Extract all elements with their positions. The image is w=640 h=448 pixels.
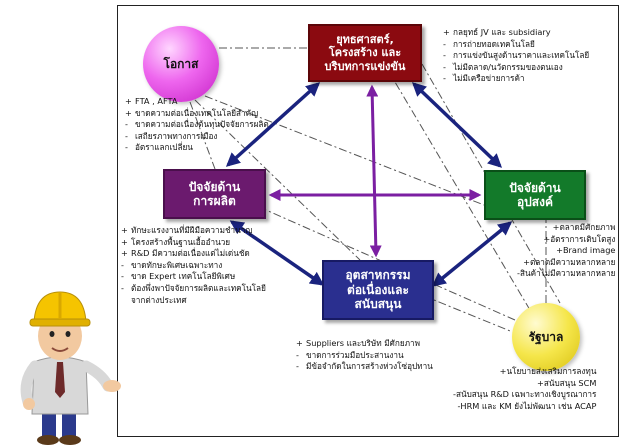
strategy-notes: กลยุทธ์ JV และ subsidiaryการถ่ายทอดเทคโน… <box>443 27 589 85</box>
production-line-2: การผลิต <box>193 194 236 208</box>
note-item: การแข่งขันสูงด้านราคาและเทคโนโลยี <box>443 50 589 62</box>
demand-line-1: ปัจจัยด้าน <box>509 180 561 195</box>
note-item: FTA , AFTA <box>125 96 269 108</box>
note-item: ตลาดมีความหลากหลาย <box>510 256 616 269</box>
note-text: ตลาดมีความหลากหลาย <box>529 256 616 267</box>
arrow-strategy-demand <box>411 82 503 168</box>
note-item: ขาดการร่วมมือประสานงาน <box>296 350 433 362</box>
strategy-box: ยุทธศาสตร์, โครงสร้าง และ บริบทการแข่งขั… <box>308 24 422 82</box>
note-text: HRM และ KM ยังไม่พัฒนา เช่น ACAP <box>460 400 597 411</box>
strategy-line-1: ยุทธศาสตร์, <box>336 33 394 47</box>
note-text: สนับสนุน R&D เฉพาะทางเชิงบูรณาการ <box>456 389 597 400</box>
note-text: ไม่มีตลาด/นวัตกรรมของตนเอง <box>453 61 563 72</box>
note-item: ทักษะแรงงานที่มีฝีมือความชำนาญ <box>121 225 266 237</box>
demand-line-2: อุปสงค์ <box>516 195 554 209</box>
note-text: อัตราแลกเปลี่ยน <box>135 142 193 153</box>
note-item: R&D มีความต่อเนื่องแต่ไม่เด่นชัด <box>121 248 266 260</box>
note-text: FTA , AFTA <box>135 96 178 106</box>
note-text: ไม่มีเครือข่ายการค้า <box>453 73 525 84</box>
industry-line-2: ต่อเนื่องและ <box>347 282 409 297</box>
note-text: ขาดทักษะพิเศษเฉพาะทาง <box>131 259 223 270</box>
note-item: มีข้อจำกัดในการสร้างห่วงโซ่อุปทาน <box>296 361 433 373</box>
note-item: ขาดความต่อเนื่องเทคโนโลยีสำคัญ <box>125 108 269 120</box>
note-text: จากต่างประเทศ <box>131 294 187 305</box>
arrow-strategy-industry <box>366 84 382 258</box>
note-text: ต้องพึ่งพาปัจจัยการผลิตและเทคโนโลยี <box>131 282 266 293</box>
government-notes: นโยบายส่งเสริมการลงทุนสนับสนุน SCMสนับสน… <box>446 366 596 412</box>
note-text: มีข้อจำกัดในการสร้างห่วงโซ่อุปทาน <box>306 361 433 372</box>
note-item: อัตราแลกเปลี่ยน <box>125 142 269 154</box>
note-text: การถ่ายทอดเทคโนโลยี <box>453 38 535 49</box>
note-text: Suppliers และบริษัท มีศักยภาพ <box>306 338 421 348</box>
note-text: สินค้าไม่มีความหลากหลาย <box>520 268 616 279</box>
opportunity-notes: FTA , AFTAขาดความต่อเนื่องเทคโนโลยีสำคัญ… <box>125 96 269 154</box>
note-item: ขาดทักษะพิเศษเฉพาะทาง <box>121 260 266 272</box>
note-item: สนับสนุน R&D เฉพาะทางเชิงบูรณาการ <box>446 389 596 401</box>
note-text: นโยบายส่งเสริมการลงทุน <box>506 366 597 376</box>
note-item: จากต่างประเทศ <box>121 295 266 307</box>
note-item: ขาด Expert เทคโนโลยีพิเศษ <box>121 271 266 283</box>
production-line-1: ปัจจัยด้าน <box>188 179 241 194</box>
note-text: ขาดการร่วมมือประสานงาน <box>306 349 404 360</box>
strategy-line-2: โครงสร้าง และ <box>328 46 402 60</box>
note-item: สินค้าไม่มีความหลากหลาย <box>510 268 615 280</box>
industry-line-3: สนับสนุน <box>354 297 402 312</box>
note-item: HRM และ KM ยังไม่พัฒนา เช่น ACAP <box>446 401 596 413</box>
demand-factors-box: ปัจจัยด้าน อุปสงค์ <box>484 170 586 220</box>
note-item: เสถียรภาพทางการเมือง <box>125 131 269 143</box>
opportunity-circle: โอกาส <box>143 26 219 102</box>
industry-line-1: อุตสาหกรรม <box>345 268 411 283</box>
note-text: ตลาดมีศักยภาพ <box>559 222 616 232</box>
note-text: สนับสนุน SCM <box>543 377 597 388</box>
note-item: Brand image <box>510 245 616 257</box>
note-item: อัตราการเติบโตสูง <box>510 234 615 246</box>
note-text: Brand image <box>562 245 616 256</box>
note-item: ตลาดมีศักยภาพ <box>510 222 615 234</box>
note-item: ไม่มีเครือข่ายการค้า <box>443 73 589 85</box>
note-text: โครงสร้างพื้นฐานเอื้ออำนวย <box>131 236 231 247</box>
related-industries-box: อุตสาหกรรม ต่อเนื่องและ สนับสนุน <box>322 260 434 320</box>
note-text: R&D มีความต่อเนื่องแต่ไม่เด่นชัด <box>131 248 250 259</box>
government-circle: รัฐบาล <box>512 303 580 371</box>
note-item: ขาดความต่อเนื่องต้นทุนปัจจัยการผลิต <box>125 119 269 131</box>
production-factors-box: ปัจจัยด้าน การผลิต <box>163 169 266 219</box>
note-item: ไม่มีตลาด/นวัตกรรมของตนเอง <box>443 62 589 74</box>
note-item: ต้องพึ่งพาปัจจัยการผลิตและเทคโนโลยี <box>121 283 266 295</box>
note-item: การถ่ายทอดเทคโนโลยี <box>443 39 589 51</box>
note-item: Suppliers และบริษัท มีศักยภาพ <box>296 338 433 350</box>
note-item: โครงสร้างพื้นฐานเอื้ออำนวย <box>121 237 266 249</box>
note-text: อัตราการเติบโตสูง <box>550 233 616 244</box>
link-gov-industry <box>433 299 521 336</box>
note-text: ขาดความต่อเนื่องต้นทุนปัจจัยการผลิต <box>135 119 269 130</box>
note-text: ทักษะแรงงานที่มีฝีมือความชำนาญ <box>131 225 253 235</box>
note-item: นโยบายส่งเสริมการลงทุน <box>446 366 596 378</box>
note-item: กลยุทธ์ JV และ subsidiary <box>443 27 589 39</box>
opportunity-label: โอกาส <box>163 56 199 71</box>
production-notes: ทักษะแรงงานที่มีฝีมือความชำนาญโครงสร้างพ… <box>121 225 266 306</box>
government-label: รัฐบาล <box>528 329 564 344</box>
strategy-line-3: บริบทการแข่งขัน <box>324 59 406 73</box>
note-text: กลยุทธ์ JV และ subsidiary <box>453 27 551 37</box>
demand-notes: ตลาดมีศักยภาพอัตราการเติบโตสูงBrand imag… <box>510 222 615 280</box>
note-item: สนับสนุน SCM <box>446 377 597 390</box>
arrow-industry-demand <box>431 221 513 287</box>
note-text: เสถียรภาพทางการเมือง <box>135 130 218 141</box>
note-text: การแข่งขันสูงด้านราคาและเทคโนโลยี <box>453 50 590 61</box>
note-text: ขาดความต่อเนื่องเทคโนโลยีสำคัญ <box>135 107 259 118</box>
note-text: ขาด Expert เทคโนโลยีพิเศษ <box>131 271 236 282</box>
engineer-mascot-illustration <box>20 291 121 445</box>
industry-notes: Suppliers และบริษัท มีศักยภาพขาดการร่วมม… <box>296 338 433 373</box>
